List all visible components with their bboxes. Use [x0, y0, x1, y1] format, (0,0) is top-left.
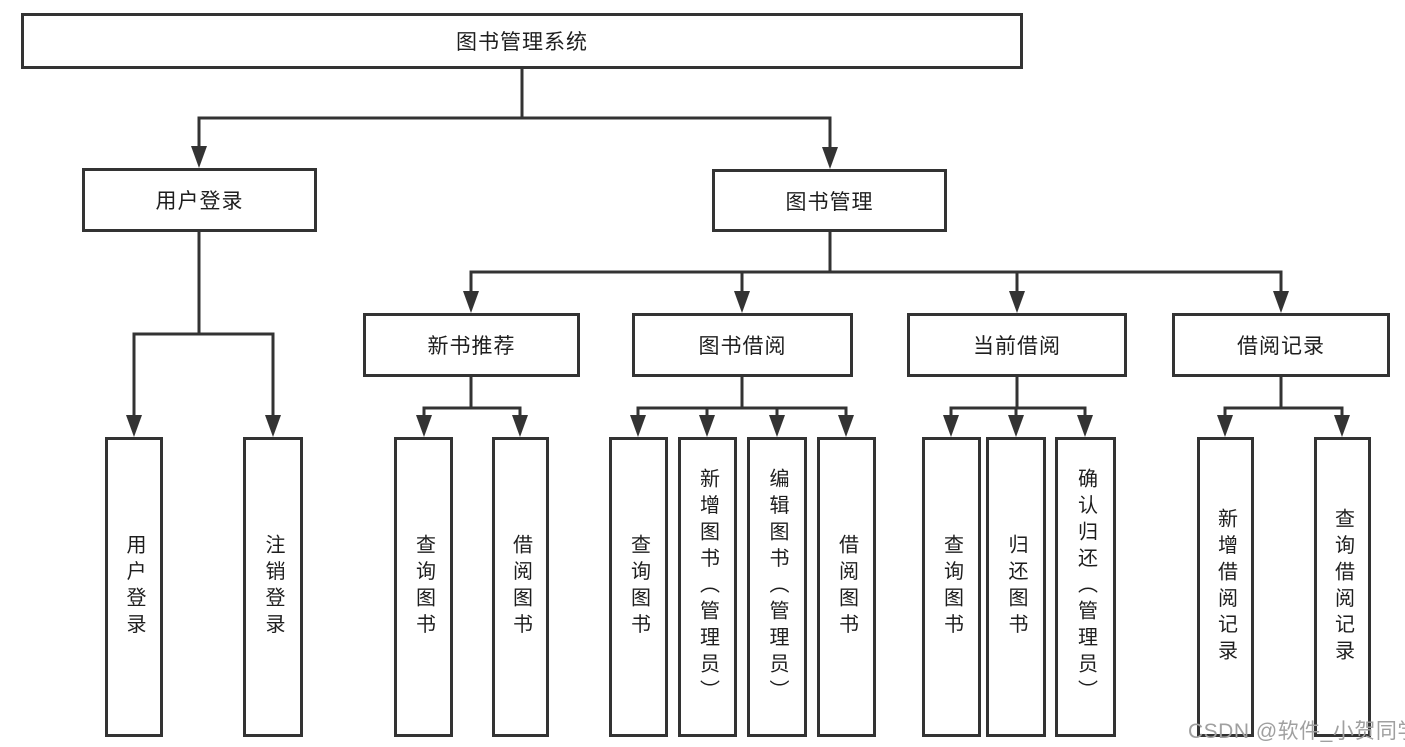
- node-book-borrow: 图书借阅: [632, 313, 853, 377]
- node-book-mgmt: 图书管理: [712, 169, 947, 232]
- leaf-borrow-edit-books-admin: 编辑图书（管理员）: [747, 437, 807, 737]
- leaf-borrow-edit-books-admin-label: 编辑图书（管理员）: [766, 468, 788, 706]
- leaf-borrow-borrow-books-label: 借阅图书: [835, 534, 858, 640]
- leaf-record-query-borrow-record-label: 查询借阅记录: [1331, 507, 1354, 667]
- leaf-rec-query-books-label: 查询图书: [412, 534, 435, 640]
- leaf-record-add-borrow-record: 新增借阅记录: [1197, 437, 1254, 737]
- leaf-current-return-books-label: 归还图书: [1005, 534, 1027, 640]
- wire-new-rec-to-leaves: [416, 374, 528, 437]
- leaf-current-return-books: 归还图书: [986, 437, 1046, 737]
- wire-current-to-leaves: [943, 374, 1093, 437]
- leaf-borrow-query-books-label: 查询图书: [627, 534, 650, 640]
- node-user-login: 用户登录: [82, 168, 317, 232]
- node-new-book-rec: 新书推荐: [363, 313, 580, 377]
- leaf-logout: 注销登录: [243, 437, 303, 737]
- node-borrow-record-label: 借阅记录: [1237, 335, 1325, 358]
- leaf-borrow-query-books: 查询图书: [609, 437, 668, 737]
- leaf-borrow-borrow-books: 借阅图书: [817, 437, 876, 737]
- node-book-mgmt-label: 图书管理: [785, 190, 874, 214]
- leaf-user-login-label: 用户登录: [123, 534, 145, 640]
- node-borrow-record: 借阅记录: [1172, 313, 1390, 377]
- wire-borrow-to-leaves: [630, 374, 854, 437]
- node-book-borrow-label: 图书借阅: [698, 335, 787, 358]
- leaf-rec-query-books: 查询图书: [394, 437, 453, 737]
- leaf-user-login: 用户登录: [105, 437, 163, 737]
- leaf-record-query-borrow-record: 查询借阅记录: [1314, 437, 1371, 737]
- node-root: 图书管理系统: [21, 13, 1023, 69]
- wire-user-login-to-leaves: [126, 229, 281, 437]
- node-root-label: 图书管理系统: [456, 31, 588, 54]
- leaf-rec-borrow-books-label: 借阅图书: [509, 534, 532, 640]
- csdn-watermark: CSDN @软件_小贺同学: [1188, 720, 1405, 743]
- leaf-rec-borrow-books: 借阅图书: [492, 437, 549, 737]
- leaf-current-confirm-return-admin: 确认归还（管理员）: [1055, 437, 1116, 737]
- leaf-borrow-add-books-admin: 新增图书（管理员）: [678, 437, 737, 737]
- leaf-record-add-borrow-record-label: 新增借阅记录: [1214, 507, 1237, 667]
- node-user-login-label: 用户登录: [155, 190, 244, 213]
- leaf-borrow-add-books-admin-label: 新增图书（管理员）: [696, 468, 719, 706]
- leaf-current-query-books: 查询图书: [922, 437, 981, 737]
- node-current-borrow: 当前借阅: [907, 313, 1127, 377]
- leaf-logout-label: 注销登录: [262, 534, 284, 640]
- node-new-book-rec-label: 新书推荐: [427, 335, 516, 358]
- node-current-borrow-label: 当前借阅: [973, 335, 1061, 358]
- leaf-current-query-books-label: 查询图书: [940, 534, 963, 640]
- leaf-current-confirm-return-admin-label: 确认归还（管理员）: [1074, 468, 1097, 706]
- wire-book-mgmt-to-level3: [463, 229, 1289, 313]
- wire-root-to-level2: [191, 66, 838, 169]
- wire-record-to-leaves: [1217, 374, 1350, 437]
